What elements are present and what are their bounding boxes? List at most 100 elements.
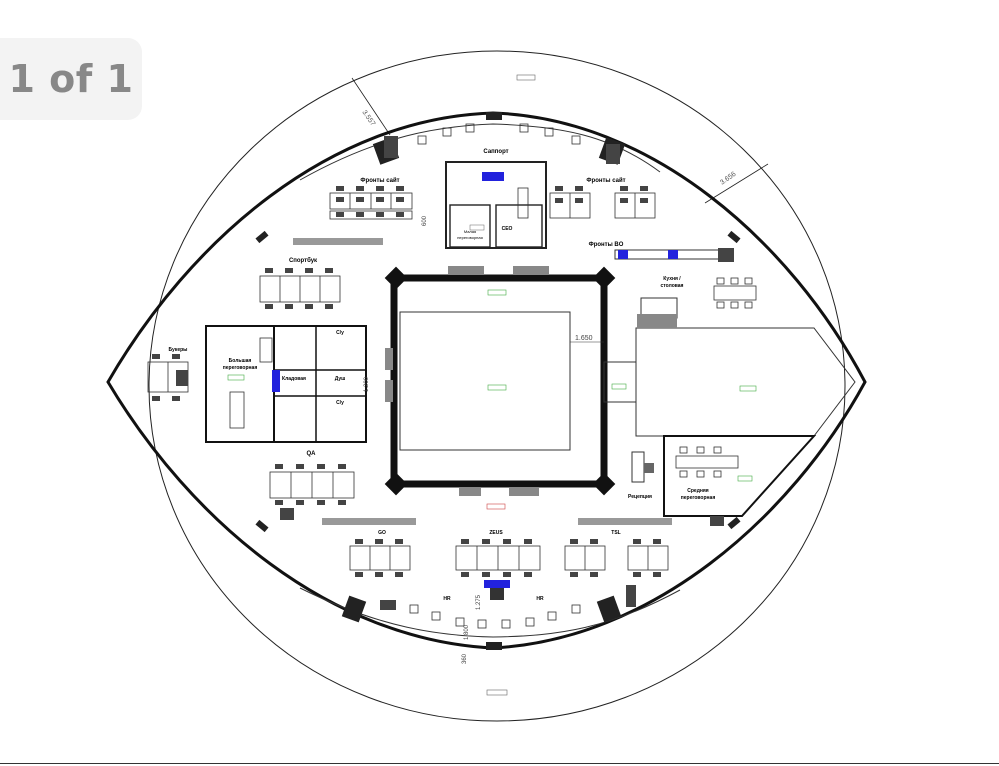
reception-desk xyxy=(631,451,645,483)
label-wc-top: С/у xyxy=(336,330,344,336)
mid-meeting-table xyxy=(675,455,739,469)
cabinet-top-left xyxy=(384,136,398,158)
big-meeting-table xyxy=(229,391,245,429)
area-tag-bottom xyxy=(486,689,508,696)
right-hall-tag xyxy=(739,385,757,392)
zeus-cabinet xyxy=(490,588,504,600)
support-blue-desk xyxy=(482,172,504,181)
right-hall xyxy=(635,327,856,437)
area-tag-top xyxy=(516,74,536,81)
cabinet-bottom-left xyxy=(380,600,396,610)
label-big-meeting-2: переговорная xyxy=(223,365,258,371)
desk-cluster-sportsbook xyxy=(259,275,341,303)
cabinet-top-right xyxy=(606,144,620,164)
bookers-cabinet xyxy=(176,370,188,386)
zeus-blue-desk xyxy=(484,580,510,588)
chairs-fronts-left xyxy=(336,186,404,217)
label-wc-bottom: С/у xyxy=(336,400,344,406)
label-mid-meeting-1: Средняя xyxy=(687,488,709,494)
page-counter: 1 of 1 xyxy=(0,38,142,120)
chairs-zeus xyxy=(461,539,532,577)
core-stair-top-right xyxy=(513,266,549,275)
room-mid-meeting xyxy=(663,435,817,517)
perimeter-chairs-bottom xyxy=(409,604,581,629)
desk-cluster-qa xyxy=(269,471,355,499)
label-fronts-site-left: Фронты сайт xyxy=(360,177,399,184)
chairs-sportsbook xyxy=(265,268,333,309)
label-qa: QA xyxy=(307,451,317,457)
dim-label-3557: 3.557 xyxy=(360,109,376,127)
room-ceo xyxy=(495,204,543,248)
label-hr-right: HR xyxy=(536,596,544,602)
partition-left-bottom xyxy=(322,518,416,525)
dim-label-1650: 1.650 xyxy=(575,335,593,342)
chairs-fronts-right xyxy=(555,186,648,203)
big-meeting-sofa xyxy=(259,337,273,363)
label-small-meeting-2: переговорная xyxy=(457,235,483,240)
cabinet-bottom-right xyxy=(626,585,636,607)
room-support xyxy=(445,161,547,249)
label-kitchen-2: столовая xyxy=(661,283,684,289)
label-zeus: ZEUS xyxy=(489,530,503,536)
label-hr-left: HR xyxy=(443,596,451,602)
chairs-bookers xyxy=(152,354,180,401)
mid-meeting-tag xyxy=(737,475,753,482)
dim-label-1200: 1.200 xyxy=(364,376,370,392)
label-fronts-bo: Фронты BO xyxy=(589,242,624,248)
reception-chair xyxy=(644,463,654,473)
label-shower: Душ xyxy=(335,376,346,382)
perimeter-chairs-top xyxy=(417,123,581,145)
ceo-desk xyxy=(517,187,529,219)
room-wc-block xyxy=(273,325,367,443)
kitchen-table xyxy=(713,285,757,301)
page-bottom-rule xyxy=(0,763,999,764)
fronts-bo-cabinet xyxy=(718,248,734,262)
core-stair-top-left xyxy=(448,266,484,275)
core-side-door-bottom xyxy=(385,380,393,402)
big-meeting-tag xyxy=(227,374,245,381)
dim-line-right xyxy=(704,163,769,204)
mid-meeting-cabinet xyxy=(710,516,724,526)
label-ceo: CEO xyxy=(502,226,513,232)
label-storage: Кладовая xyxy=(282,376,306,382)
partition-right-bottom xyxy=(578,518,672,525)
core-area-tag-bottom xyxy=(486,503,506,510)
fronts-bo-blue-1 xyxy=(618,250,628,259)
label-support: Саппорт xyxy=(483,149,508,155)
core-stair-bottom-right xyxy=(509,488,539,496)
label-kitchen-1: Кухня / xyxy=(663,276,681,282)
dim-label-360: 360 xyxy=(462,653,468,664)
label-tsl: TSL xyxy=(611,530,620,536)
dim-line-left xyxy=(351,77,391,136)
room-small-meeting xyxy=(449,204,491,248)
desk-cluster-fronts-right xyxy=(549,192,656,219)
chairs-qa xyxy=(275,464,346,505)
fronts-bo-blue-2 xyxy=(668,250,678,259)
label-fronts-site-right: Фронты сайт xyxy=(586,177,625,184)
building-outline xyxy=(106,111,867,650)
kitchen-chairs xyxy=(716,277,753,309)
site-outline xyxy=(148,50,846,722)
core-corner-columns xyxy=(384,266,616,496)
dim-label-1800: 1.800 xyxy=(464,624,470,640)
label-reception: Рецепция xyxy=(628,494,652,500)
desk-cluster-fronts-left xyxy=(329,192,413,220)
label-bookers: Букеры xyxy=(169,347,188,353)
label-mid-meeting-2: переговорная xyxy=(681,495,716,501)
dim-label-1275: 1.275 xyxy=(476,594,482,610)
dim-label-600: 600 xyxy=(422,215,428,226)
corridor-link xyxy=(603,361,637,403)
core-area-tag-top xyxy=(487,289,507,296)
support-wall-tag xyxy=(469,224,485,231)
desk-cluster-tsl xyxy=(564,545,669,571)
chairs-go xyxy=(355,539,403,577)
label-big-meeting-1: Большая xyxy=(229,358,252,364)
corridor-tag xyxy=(611,383,627,390)
kitchen-unit xyxy=(637,314,677,328)
core-side-door-top xyxy=(385,348,393,370)
label-go: GO xyxy=(378,530,386,536)
desk-cluster-go xyxy=(349,545,411,571)
chairs-tsl xyxy=(570,539,661,577)
desk-cluster-zeus xyxy=(455,545,541,571)
core-inner xyxy=(399,311,571,451)
